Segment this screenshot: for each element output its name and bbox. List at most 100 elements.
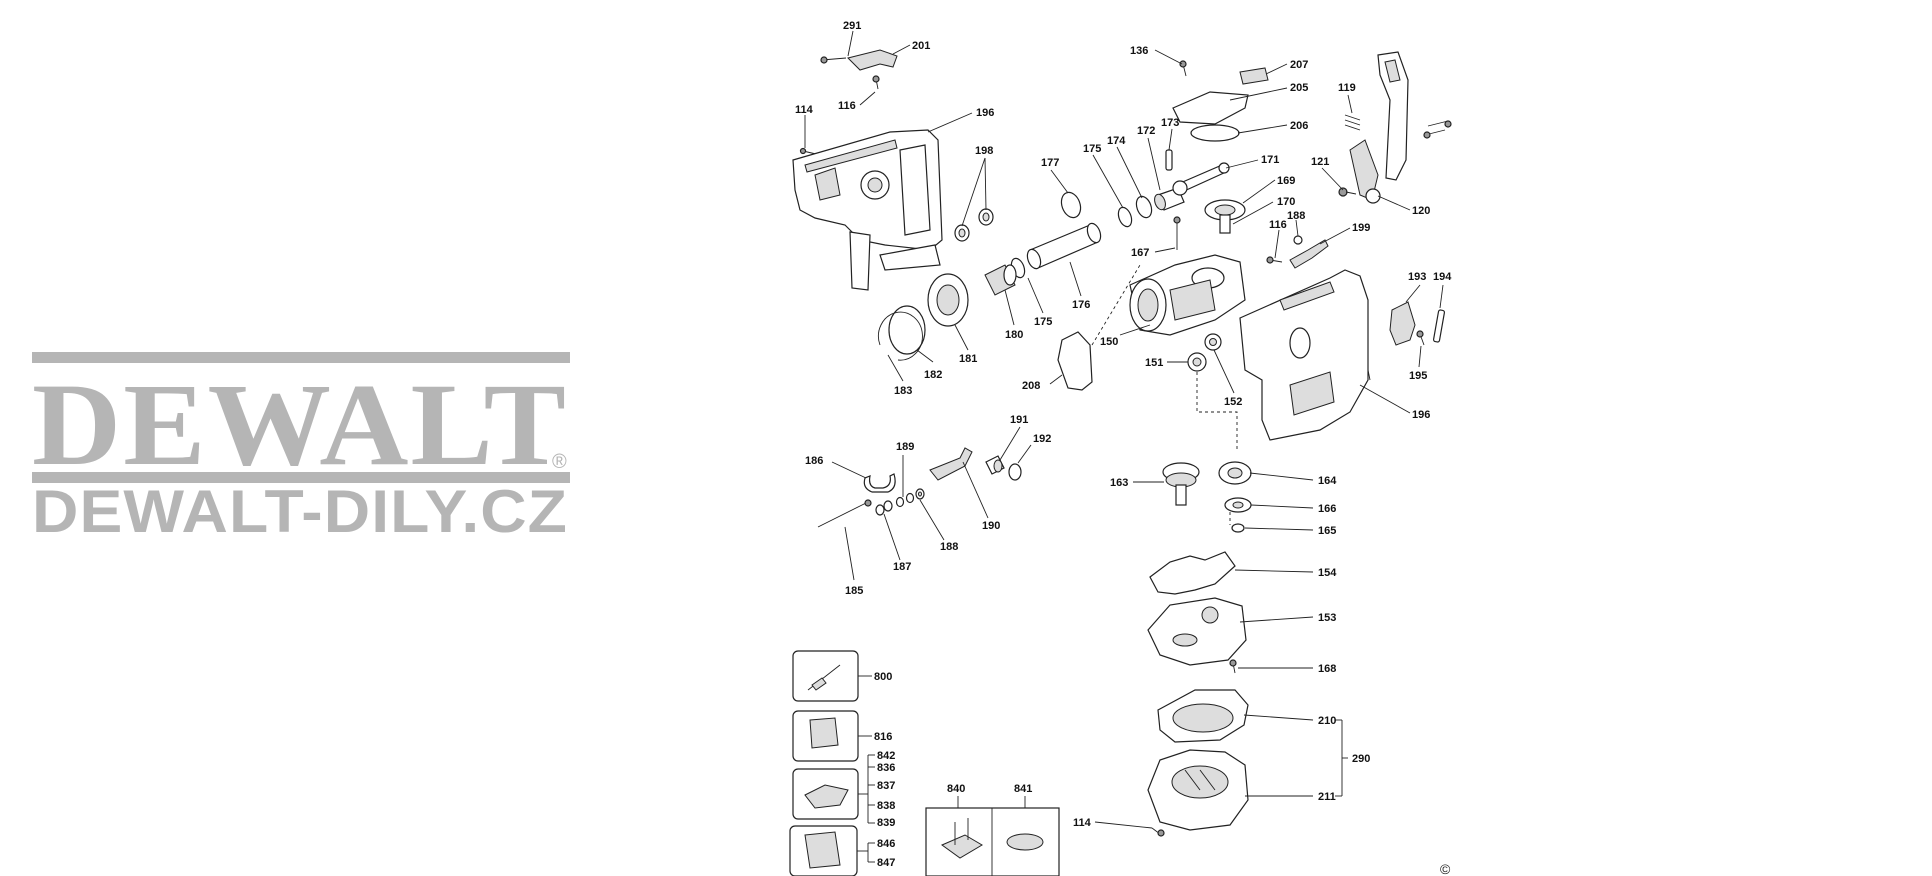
label-189: 189 [896,441,914,453]
part-136-screw [1179,60,1187,77]
part-291-screw [820,56,847,64]
part-164-gear [1218,461,1252,485]
bracket-290 [1335,719,1348,797]
logo-top-bar [32,352,570,363]
part-116-screw-mid [1266,256,1283,264]
part-185-rod [817,499,872,528]
logo-registered-mark: ® [552,451,567,473]
part-198-washers [954,208,994,242]
part-169-gear [1204,199,1246,234]
part-114-screw-bottom [1151,827,1165,837]
logo-bottom-bar [32,472,570,483]
part-189-pins [895,492,915,508]
label-175: 175 [1083,143,1101,155]
logo-site-text: DEWALT-DILY.CZ [32,478,568,545]
part-121-screw [1338,187,1357,197]
part-180-spring-assembly [984,264,1017,296]
label-166: 166 [1318,503,1336,515]
part-205-cover [1172,91,1249,125]
label-837: 837 [877,780,895,792]
part-168-screw [1229,659,1237,674]
part-120-handle [1349,51,1409,204]
label-116: 116 [838,100,856,112]
label-164: 164 [1318,475,1337,487]
label-171: 171 [1261,154,1279,166]
accessory-box-840-841 [925,807,1060,876]
label-119: 119 [1338,82,1356,94]
bracket-846-847 [857,842,875,863]
label-207: 207 [1290,59,1308,71]
label-194: 194 [1433,271,1452,283]
part-193-brush-cap [1389,301,1416,346]
part-210-frame [1157,689,1249,743]
part-194-brush [1432,309,1446,343]
label-187: 187 [893,561,911,573]
label-842: 842 [877,750,895,762]
label-151: 151 [1145,357,1163,369]
label-174: 174 [1107,135,1126,147]
part-207-cap [1239,67,1269,85]
dewalt-watermark: DEWALT ® DEWALT-DILY.CZ [32,352,570,545]
part-181-clutch [927,273,969,327]
part-188-washers [915,488,925,500]
label-838: 838 [877,800,895,812]
accessory-box-800 [792,650,859,702]
leader-lines [804,30,1444,829]
label-114: 114 [795,104,814,116]
label-183: 183 [894,385,912,397]
part-192-o-ring [1008,463,1022,481]
part-183-circlip [878,311,923,361]
part-116-screw-top [872,75,880,90]
label-116-mid: 116 [1269,219,1287,231]
label-120: 120 [1412,205,1430,217]
label-165: 165 [1318,525,1336,537]
label-210: 210 [1318,715,1336,727]
label-198: 198 [975,145,993,157]
part-166-bearing [1224,497,1252,513]
part-187-spring [875,500,893,516]
label-169: 169 [1277,175,1295,187]
part-188-washer-mid [1293,235,1303,245]
label-186: 186 [805,455,823,467]
label-170: 170 [1277,196,1295,208]
label-173: 173 [1161,117,1179,129]
label-800: 800 [874,671,892,683]
part-211-motor-housing [1147,749,1249,831]
label-150: 150 [1100,336,1118,348]
label-152: 152 [1224,396,1242,408]
label-208: 208 [1022,380,1040,392]
accessory-box-842 [792,768,859,820]
part-196-housing-left [792,129,943,291]
part-154-gasket [1149,551,1236,595]
label-153: 153 [1318,612,1336,624]
part-173-pin [1165,149,1173,171]
label-163: 163 [1110,477,1128,489]
part-208-gasket [1057,331,1093,391]
accessory-box-846 [789,825,858,876]
logo-brand-text: DEWALT [32,359,568,490]
part-199-lever [1289,239,1329,269]
label-175-b: 175 [1034,316,1052,328]
label-836: 836 [877,762,895,774]
part-171-connecting-rod [1172,162,1230,196]
part-175-ring-a [1117,206,1133,228]
label-816: 816 [874,731,892,743]
part-174-ring [1135,195,1153,219]
label-290: 290 [1352,753,1370,765]
label-201: 201 [912,40,930,52]
part-119-spring [1344,114,1361,131]
label-211: 211 [1318,791,1336,803]
label-168: 168 [1318,663,1336,675]
part-195-screw [1416,330,1425,346]
label-181: 181 [959,353,977,365]
label-846: 846 [877,838,895,850]
label-841: 841 [1014,783,1032,795]
part-190-slider [929,447,973,481]
part-163-gear-shaft [1162,462,1200,506]
label-180: 180 [1005,329,1023,341]
label-185: 185 [845,585,863,597]
label-188-mid: 188 [1287,210,1305,222]
part-152-bearing [1204,333,1222,351]
part-182-ring [888,305,926,355]
